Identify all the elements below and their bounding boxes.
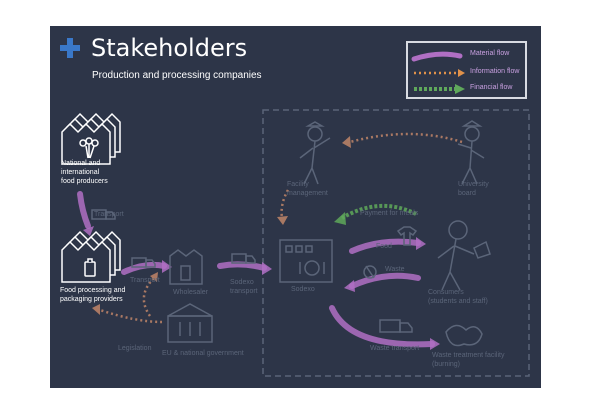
page-title: Stakeholders — [91, 34, 248, 62]
label-processing: Food processing and packaging providers — [60, 286, 125, 304]
label-wholesaler: Wholesaler — [173, 289, 209, 296]
flow-label-payment: Payment for meals — [360, 210, 419, 217]
slide: Stakeholders Production and processing c… — [50, 26, 541, 388]
info-flow-university-facility — [349, 132, 463, 144]
truck-icon-sodexo-transport — [231, 253, 256, 264]
truck-icon-transport — [91, 209, 116, 220]
material-flow-waste — [349, 272, 421, 289]
material-flow-processing-wholesaler — [121, 261, 167, 275]
processing-factory-icon — [61, 230, 121, 283]
legend-material-arrow — [411, 51, 463, 62]
legend-information-label: Information flow — [470, 68, 520, 75]
label-consumers: Consumers (students and staff) — [428, 288, 488, 306]
truck-icon-waste-transport — [379, 319, 413, 333]
label-producers-text: National and international food producer… — [61, 160, 108, 185]
government-building-icon — [167, 303, 213, 343]
flow-label-waste-transport: Waste transport — [370, 345, 420, 352]
label-consumers-text: Consumers (students and staff) — [428, 289, 488, 305]
material-flow-waste-transport — [329, 305, 435, 348]
label-waste-facility-text: Waste treatment facility (burning) — [432, 352, 505, 368]
material-flow-food — [349, 238, 421, 254]
page-subtitle: Production and processing companies — [92, 70, 262, 81]
legend-material-label: Material flow — [470, 50, 510, 57]
diagram-graphics — [61, 109, 530, 377]
label-university: University board — [458, 180, 489, 198]
flow-label-transport-1: Transport — [94, 211, 124, 218]
info-flow-facility-sodexo — [280, 189, 290, 219]
facility-person-icon — [299, 121, 331, 185]
material-flow-wholesaler-sodexo — [217, 261, 267, 271]
label-facility-text: Facility management — [287, 181, 328, 197]
flow-label-legislation: Legislation — [118, 345, 152, 352]
flow-label-sodexo-transport: Sodexo transport — [230, 278, 258, 296]
legend: Material flow Information flow Financial… — [406, 41, 527, 99]
label-eu-government: EU & national government — [162, 350, 244, 357]
consumer-person-icon — [437, 220, 491, 291]
producers-factory-icon — [61, 112, 121, 165]
flow-label-transport-2: Transport — [130, 277, 160, 284]
label-university-text: University board — [458, 181, 489, 197]
label-processing-text: Food processing and packaging providers — [60, 287, 126, 303]
financial-flow-payment — [340, 203, 417, 220]
label-sodexo: Sodexo — [291, 286, 315, 293]
sodexo-menu-icon — [279, 239, 333, 283]
material-flow-producers-processing — [77, 191, 91, 229]
wholesaler-building-icon — [169, 249, 203, 285]
flow-label-sodexo-transport-text: Sodexo transport — [230, 279, 258, 295]
flow-label-waste: Waste — [385, 266, 405, 273]
info-flow-government-wholesaler — [142, 277, 155, 317]
waste-bag-icon — [363, 265, 377, 279]
plus-icon — [60, 38, 80, 58]
truck-icon-processing-transport — [131, 257, 156, 268]
food-shirt-icon — [396, 226, 418, 246]
label-waste-facility: Waste treatment facility (burning) — [432, 351, 505, 369]
waste-facility-icon — [445, 324, 483, 347]
legend-financial-label: Financial flow — [470, 84, 513, 91]
boundary-box — [262, 109, 530, 377]
university-person-icon — [457, 120, 485, 185]
label-facility: Facility management — [287, 180, 328, 198]
flow-label-food: Food — [376, 243, 392, 250]
info-flow-government-processing — [99, 308, 163, 324]
label-producers: National and international food producer… — [61, 159, 108, 186]
